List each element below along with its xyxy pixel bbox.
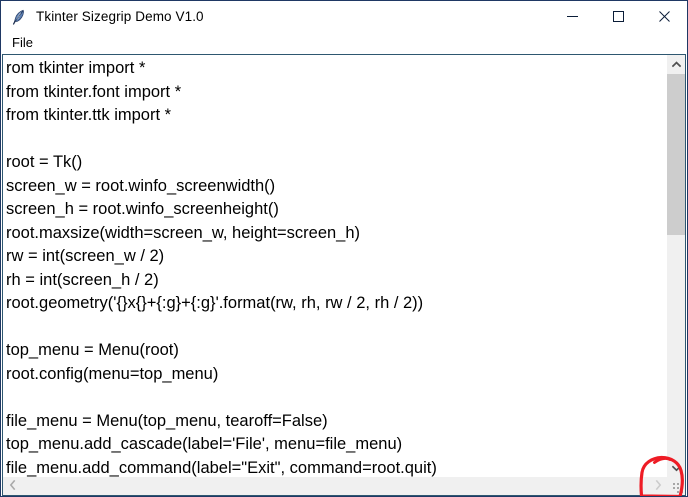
close-icon: [658, 10, 671, 23]
chevron-down-icon: [671, 459, 681, 477]
code-line: file_menu.add_command(label="Exit", comm…: [6, 458, 437, 477]
horizontal-scrollbar[interactable]: [3, 477, 685, 495]
scroll-left-button[interactable]: [3, 477, 21, 495]
code-line: rw = int(screen_w / 2): [6, 247, 165, 265]
code-line: root = Tk(): [6, 153, 83, 171]
scroll-down-button[interactable]: [667, 459, 685, 477]
minimize-icon: [566, 10, 579, 23]
chevron-up-icon: [671, 55, 681, 73]
code-line: root.geometry('{}x{}+{:g}+{:g}'.format(r…: [6, 294, 424, 312]
code-line: from tkinter.font import *: [6, 82, 182, 101]
chevron-right-icon: [655, 477, 662, 495]
code-line: from tkinter.ttk import *: [6, 106, 172, 124]
code-line: rom tkinter import *: [6, 59, 146, 77]
window-controls: [549, 1, 687, 32]
vertical-scrollbar[interactable]: [667, 55, 685, 477]
code-line: [6, 316, 667, 340]
minimize-button[interactable]: [549, 1, 595, 32]
maximize-button[interactable]: [595, 1, 641, 32]
sizegrip[interactable]: [667, 477, 685, 495]
code-line: top_menu = Menu(root): [6, 341, 179, 359]
scroll-right-button[interactable]: [649, 477, 667, 495]
menu-item-file[interactable]: File: [12, 35, 33, 50]
scroll-up-button[interactable]: [667, 55, 685, 73]
maximize-icon: [612, 10, 625, 23]
chevron-left-icon: [9, 477, 16, 495]
code-line: screen_h = root.winfo_screenheight(): [6, 200, 279, 218]
title-bar[interactable]: Tkinter Sizegrip Demo V1.0: [1, 1, 687, 32]
code-line: [6, 386, 667, 410]
code-line: file_menu = Menu(top_menu, tearoff=False…: [6, 411, 328, 430]
menu-bar: File: [1, 32, 687, 54]
content-frame: rom tkinter import * from tkinter.font im…: [2, 54, 686, 496]
code-line: [6, 128, 667, 152]
code-line: root.config(menu=top_menu): [6, 364, 219, 383]
code-line: screen_w = root.winfo_screenwidth(): [6, 176, 276, 195]
code-line: rh = int(screen_h / 2): [6, 270, 159, 289]
close-button[interactable]: [641, 1, 687, 32]
window-title: Tkinter Sizegrip Demo V1.0: [36, 9, 204, 24]
code-text-area[interactable]: rom tkinter import * from tkinter.font im…: [3, 55, 667, 477]
feather-icon: [10, 8, 28, 26]
code-line: root.maxsize(width=screen_w, height=scre…: [6, 223, 361, 242]
vertical-scrollbar-thumb[interactable]: [667, 74, 685, 235]
code-line: top_menu.add_cascade(label='File', menu=…: [6, 435, 403, 453]
